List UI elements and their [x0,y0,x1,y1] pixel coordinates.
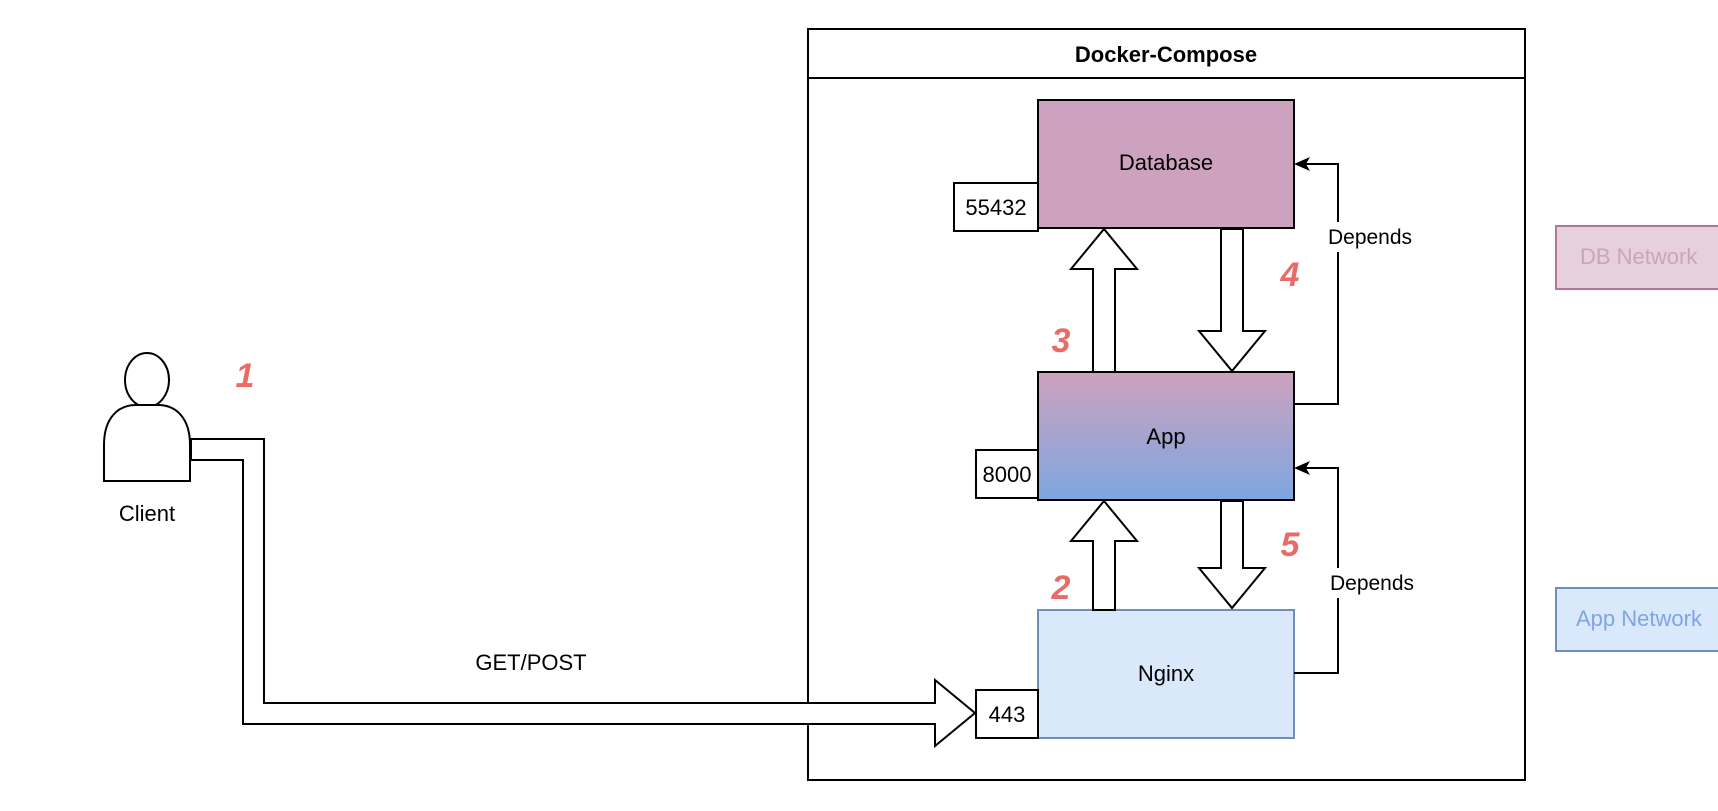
nginx-port: 443 [975,689,1039,739]
arrow-app-to-database [1068,227,1140,373]
request-label: GET/POST [475,650,586,675]
legend-app-network: App Network [1555,587,1718,652]
legend-db-network: DB Network [1555,225,1718,290]
app-port-label: 8000 [983,462,1032,487]
database-port: 55432 [953,182,1039,232]
client-label: Client [119,501,175,526]
depends-connector-nginx-app: Depends [1294,461,1424,674]
arrow-database-to-app [1196,228,1268,373]
legend-db-network-label: DB Network [1580,244,1698,269]
app-label: App [1146,424,1185,449]
app-port: 8000 [975,449,1039,499]
arrow-app-to-nginx [1196,500,1268,610]
step-2: 2 [1051,569,1071,607]
nginx-label: Nginx [1138,661,1194,686]
app-service[interactable]: App [1037,371,1295,501]
client-icon[interactable] [103,352,191,482]
depends-label-nginx-app: Depends [1330,572,1414,595]
nginx-port-label: 443 [989,702,1026,727]
step-4: 4 [1280,256,1300,294]
request-arrow [190,438,977,749]
database-label: Database [1119,150,1213,175]
nginx-service[interactable]: Nginx [1037,609,1295,739]
legend-app-network-label: App Network [1576,606,1703,631]
step-3: 3 [1052,322,1071,360]
step-1: 1 [236,357,255,395]
depends-connector-app-db: Depends [1294,157,1422,405]
container-title: Docker-Compose [1075,42,1257,67]
step-5: 5 [1281,526,1301,564]
arrow-nginx-to-app [1068,499,1140,611]
database-service[interactable]: Database [1037,99,1295,229]
depends-label-app-db: Depends [1328,226,1412,249]
database-port-label: 55432 [965,195,1026,220]
